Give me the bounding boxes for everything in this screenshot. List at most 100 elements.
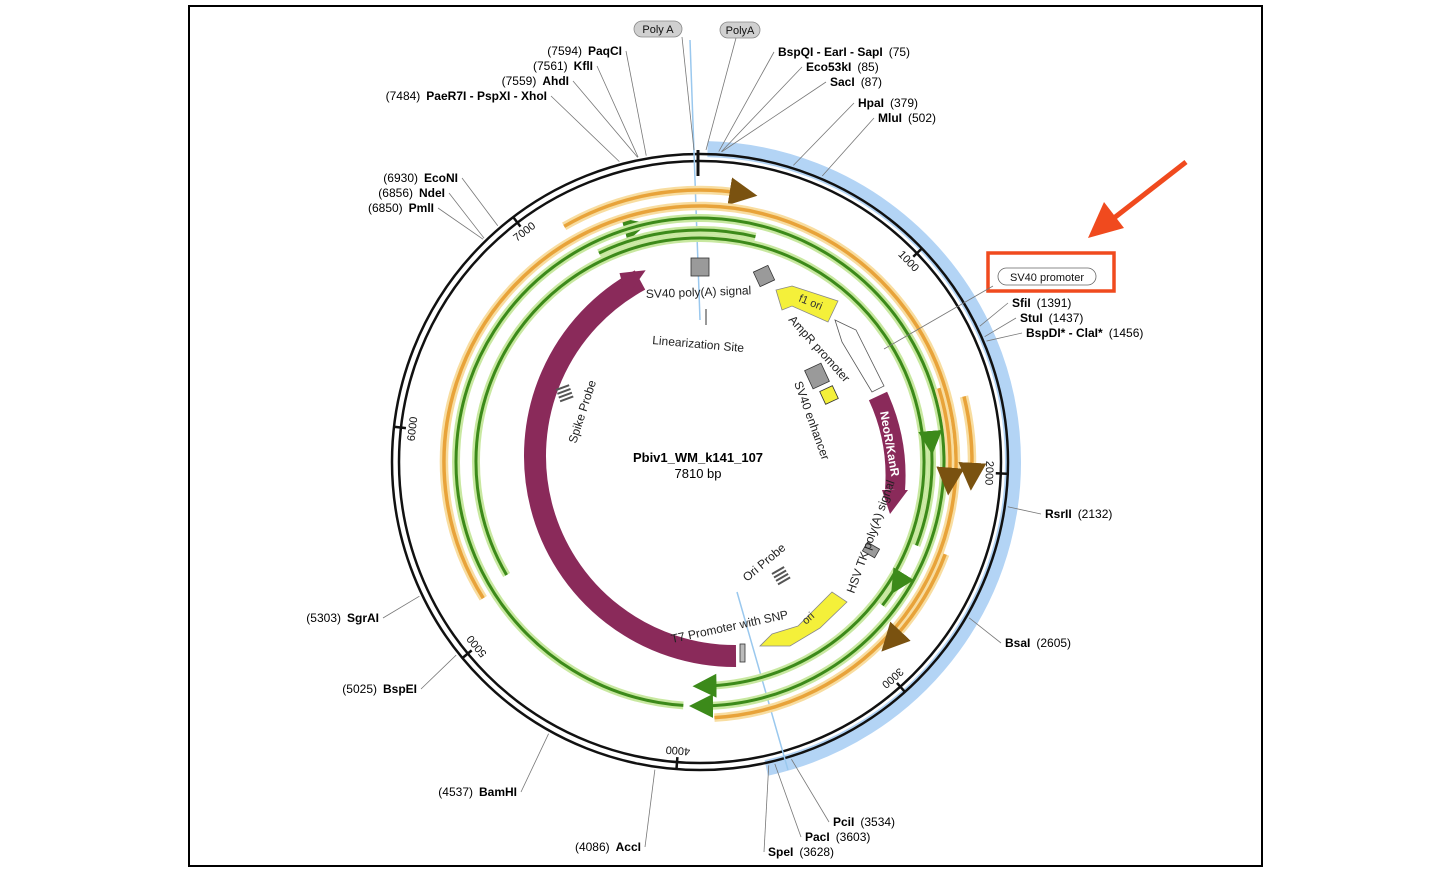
pill-label-2: PolyA <box>726 25 755 37</box>
site-label: (4537) BamHI <box>438 785 517 799</box>
polya-pill-1: Poly A <box>633 20 683 38</box>
plasmid-length: 7810 bp <box>675 466 722 481</box>
site-name: BsaI <box>1005 636 1030 650</box>
site-pos: (1391) <box>1037 296 1072 310</box>
site-name: StuI <box>1020 311 1043 325</box>
tick-label: 6000 <box>406 416 421 442</box>
site-leader <box>721 81 827 153</box>
orf-arcs <box>439 177 987 722</box>
site-pos: (4537) <box>438 785 473 799</box>
site-leader <box>821 117 875 177</box>
site-leader <box>791 759 830 823</box>
sv40-promoter-callout: SV40 promoter <box>883 251 1116 350</box>
orf-green-r1 <box>915 429 943 547</box>
site-name: PmlI <box>409 201 434 215</box>
site-label: (6856)NdeI <box>378 186 445 200</box>
site-leader <box>596 65 639 158</box>
site-label: BspDI* - ClaI*(1456) <box>1026 326 1143 340</box>
orf-orange-outer <box>563 177 758 228</box>
ori-feature: ori <box>759 591 848 647</box>
site-leader <box>625 50 647 156</box>
orf-orange-r3 <box>881 553 947 652</box>
site-pos: (4086) <box>575 840 610 854</box>
site-pos: (1437) <box>1049 311 1084 325</box>
tick-3000 <box>896 682 906 692</box>
sv40-promoter-leader <box>883 285 994 350</box>
site-name: PciI <box>833 815 854 829</box>
site-name: BamHI <box>479 785 517 799</box>
orf-orange-r2 <box>958 396 987 491</box>
tick-7000 <box>512 217 522 228</box>
site-name: PacI <box>805 830 830 844</box>
site-name: BspQI - EarI - SapI <box>778 45 883 59</box>
site-name: BspEI <box>383 682 417 696</box>
site-leader <box>572 80 638 158</box>
site-name: Eco53kI <box>806 60 851 74</box>
site-pos: (6856) <box>378 186 413 200</box>
site-leader <box>763 765 770 853</box>
selection-band <box>707 141 1021 776</box>
site-name: BspDI* - ClaI* <box>1026 326 1103 340</box>
tick-5000 <box>462 649 473 659</box>
site-label: (6850) PmlI <box>368 201 434 215</box>
site-label: (7594) PaqCI <box>547 44 622 58</box>
orf-green-long <box>598 228 756 255</box>
site-name: SacI <box>830 75 855 89</box>
site-leader <box>720 66 803 153</box>
site-label: Eco53kI(85) <box>806 60 879 74</box>
site-leader <box>793 102 855 166</box>
site-leader <box>1007 506 1042 515</box>
site-pos: (5025) <box>342 682 377 696</box>
site-name: SfiI <box>1012 296 1031 310</box>
site-label: (5025) BspEI <box>342 682 417 696</box>
sv40-promoter-label: SV40 promoter <box>1010 272 1084 284</box>
site-label: MluI(502) <box>878 111 936 125</box>
linearization-line <box>689 39 701 321</box>
site-pos: (502) <box>908 111 936 125</box>
site-name: AhdI <box>542 74 569 88</box>
backbone <box>390 152 1010 772</box>
red-arrow-icon <box>1088 160 1188 238</box>
site-label: (4086) AccI <box>575 840 641 854</box>
f1-ori-feature: f1 ori <box>775 285 839 323</box>
site-name: PaqCI <box>588 44 622 58</box>
site-label: (5303)SgrAI <box>306 611 379 625</box>
tick-label: 2000 <box>982 461 995 486</box>
site-label: BsaI(2605) <box>1005 636 1071 650</box>
sv40-polya-label: SV40 poly(A) signal <box>646 283 752 301</box>
site-label: StuI (1437) <box>1020 311 1083 325</box>
site-label: PacI (3603) <box>805 830 870 844</box>
site-label: (7561)KflI <box>533 59 593 73</box>
polya-pill-2: PolyA <box>719 21 761 39</box>
spike-probe-label: Spike Probe <box>566 378 600 445</box>
site-pos: (3603) <box>836 830 871 844</box>
site-pos: (6930) <box>383 171 418 185</box>
orf-green-r2 <box>881 567 914 607</box>
sv40-promoter-pill <box>997 267 1097 286</box>
small-features <box>690 257 881 663</box>
site-label: BspQI - EarI - SapI(75) <box>778 45 910 59</box>
site-name: KflI <box>574 59 593 73</box>
tick-4000 <box>675 757 679 769</box>
site-pos: (7484) <box>386 89 421 103</box>
site-label: PciI (3534) <box>833 815 895 829</box>
site-pos: (3628) <box>799 845 834 859</box>
site-pos: (7559) <box>502 74 537 88</box>
site-leader <box>461 177 499 226</box>
site-leader <box>718 51 775 152</box>
restriction-sites: BspQI - EarI - SapI(75)Eco53kI(85)SacI(8… <box>306 44 1143 859</box>
site-label: SpeI(3628) <box>768 845 834 859</box>
site-name: RsrII <box>1045 507 1072 521</box>
site-name: EcoNI <box>424 171 458 185</box>
site-leader <box>420 654 457 690</box>
site-label: (7484)PaeR7I - PspXI - XhoI <box>386 89 547 103</box>
site-pos: (6850) <box>368 201 403 215</box>
site-pos: (3534) <box>860 815 895 829</box>
site-name: AccI <box>616 840 641 854</box>
site-pos: (7594) <box>547 44 582 58</box>
tick-1000 <box>912 248 923 258</box>
t7-box <box>739 643 746 663</box>
site-leader <box>774 763 802 838</box>
site-pos: (5303) <box>306 611 341 625</box>
hsv-box <box>861 541 881 559</box>
